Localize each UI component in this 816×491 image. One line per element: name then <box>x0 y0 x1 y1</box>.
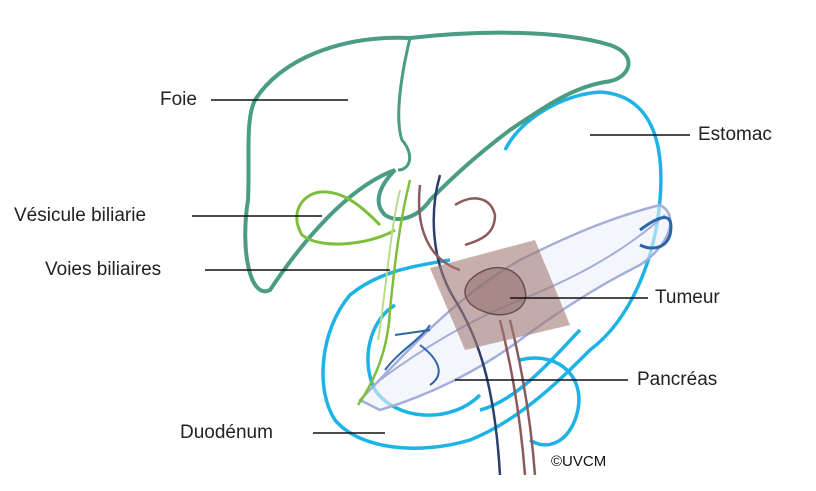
leader-lines <box>192 99 690 434</box>
splenic-artery <box>454 197 497 247</box>
tumor-mass <box>464 266 527 316</box>
pancreas-tail <box>639 216 673 250</box>
label-tumeur: Tumeur <box>655 287 720 308</box>
label-voies-biliaires: Voies biliaires <box>45 259 162 280</box>
label-duodenum: Duodénum <box>180 422 273 443</box>
bile-duct-2 <box>377 189 401 341</box>
label-estomac: Estomac <box>698 124 772 145</box>
label-foie: Foie <box>160 89 197 110</box>
label-pancreas: Pancréas <box>637 369 718 390</box>
liver-shape <box>243 30 631 294</box>
bile-duct <box>356 179 412 406</box>
label-vesicule: Vésicule biliarie <box>14 205 147 226</box>
duodenum-loop <box>519 356 581 447</box>
liver-fissure <box>397 37 412 172</box>
stomach-shape <box>321 90 663 450</box>
copyright-text: ©UVCM <box>551 453 607 470</box>
gallbladder-shape <box>295 190 396 246</box>
portal-branches <box>384 324 440 386</box>
